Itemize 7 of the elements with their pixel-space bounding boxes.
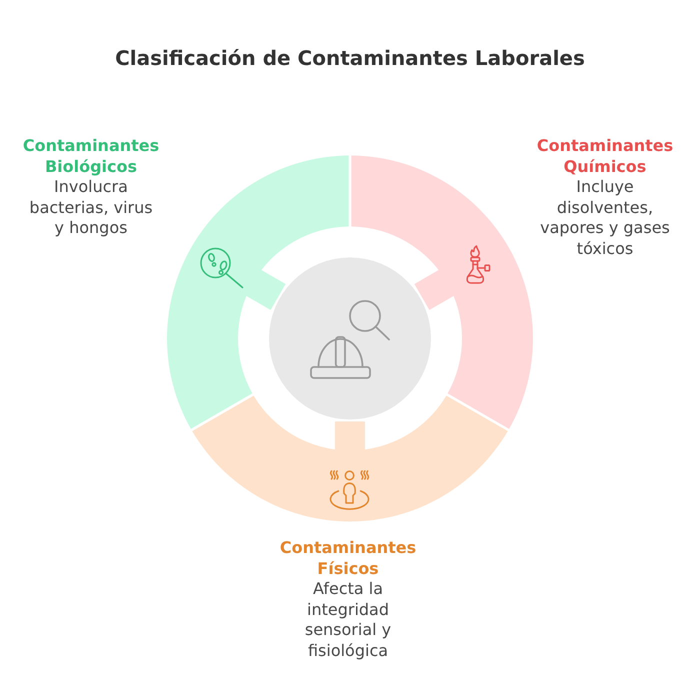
category-heading: Contaminantes Físicos	[278, 538, 418, 579]
diagram-title: Clasificación de Contaminantes Laborales	[114, 46, 586, 70]
category-heading: Contaminantes Biológicos	[22, 136, 160, 177]
category-description: Incluye disolventes, vapores y gases tóxicos	[539, 177, 671, 259]
category-description: Involucra bacterias, virus y hongos	[28, 177, 154, 238]
category-description: Afecta la integridad sensorial y fisiológica	[304, 579, 392, 661]
category-heading: Contaminantes Químicos	[536, 136, 674, 177]
